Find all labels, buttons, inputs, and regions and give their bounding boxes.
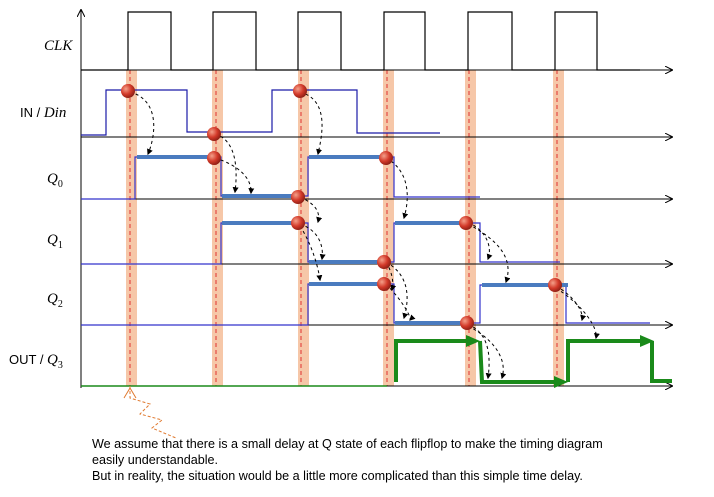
sample-dot [291,216,305,230]
note-pointer-arrow [129,386,177,439]
edge-band-1 [126,70,137,386]
sample-dot [207,151,221,165]
sample-dot [377,255,391,269]
explanation-note: We assume that there is a small delay at… [92,436,704,484]
label-out: OUT / Q3 [9,352,63,371]
in-waveform [81,89,440,136]
sample-dot [548,278,562,292]
sample-dot [293,84,307,98]
label-q1: Q1 [47,232,63,251]
q2-waveform [81,282,650,326]
edge-band-2 [212,70,223,386]
sample-dot [291,190,305,204]
sample-dot [379,151,393,165]
q0-waveform [81,155,480,200]
clock-edge-lines [129,70,558,386]
sample-dot [460,316,474,330]
note-line-1: We assume that there is a small delay at… [92,437,603,451]
note-line-2: easily understandable. [92,453,219,467]
edge-band-4 [383,70,394,386]
q1-waveform [81,221,560,265]
note-line-3: But in reality, the situation would be a… [92,469,583,483]
clock-edge-bands [126,70,564,386]
label-q2: Q2 [47,291,63,310]
edge-band-6 [553,70,564,386]
label-clk: CLK [44,38,73,54]
transfer-arrows [129,91,600,380]
sample-dot [459,216,473,230]
sample-dots [121,84,562,330]
sample-dot [207,127,221,141]
edge-band-3 [298,70,309,386]
axes [81,10,672,388]
clk-waveform [81,11,640,71]
sample-dot [377,277,391,291]
label-in: IN / Din [20,105,66,121]
out-waveform [394,335,672,388]
note-pointer-head [123,387,137,399]
sample-dot [121,84,135,98]
label-q0: Q0 [47,171,63,190]
